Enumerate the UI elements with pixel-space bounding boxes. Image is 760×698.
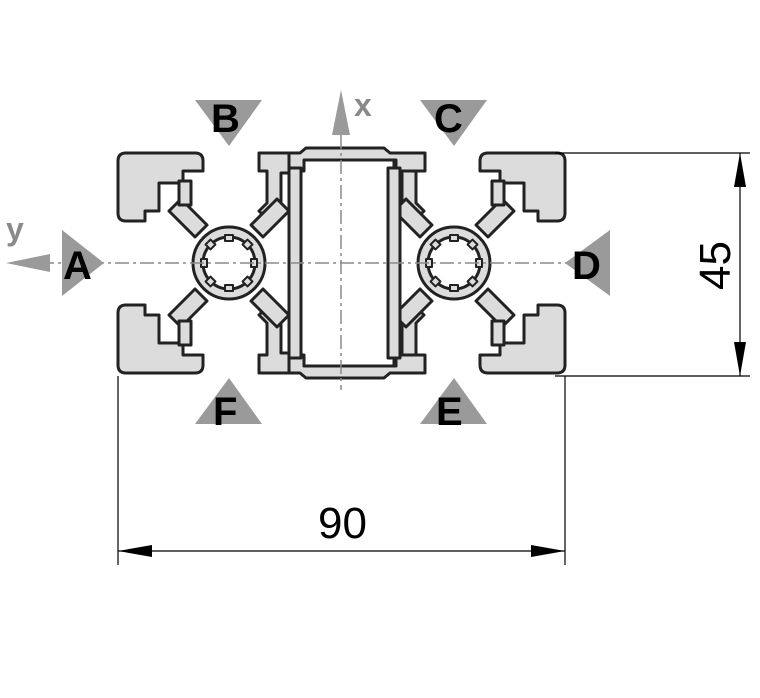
marker-e-triangle: [420, 378, 487, 424]
centerlines: [40, 135, 600, 390]
label-e: E: [436, 390, 463, 434]
marker-d-triangle: [565, 230, 610, 296]
marker-f-triangle: [195, 378, 262, 424]
aluminum-profile: [116, 146, 567, 380]
label-b: B: [211, 97, 240, 141]
axis-y-arrow: [6, 254, 50, 272]
dimension-height-value: 45: [691, 241, 740, 290]
side-markers: [62, 100, 610, 424]
profile-cell-left: [116, 151, 291, 375]
dimension-height: [555, 152, 750, 377]
marker-c-triangle: [420, 100, 487, 146]
dimension-width-value: 90: [318, 499, 367, 548]
axis-y-label: y: [6, 211, 24, 247]
marker-b-triangle: [195, 100, 262, 146]
dimension-width: [117, 376, 566, 565]
center-channel-top: [287, 146, 427, 173]
axis-x-arrow: [332, 90, 350, 135]
label-c: C: [434, 97, 463, 141]
axis-x-label: x: [354, 87, 372, 123]
label-f: F: [213, 390, 237, 434]
label-a: A: [63, 244, 92, 288]
marker-a-triangle: [62, 230, 104, 296]
center-channel-bottom: [287, 353, 427, 380]
label-d: D: [572, 244, 601, 288]
